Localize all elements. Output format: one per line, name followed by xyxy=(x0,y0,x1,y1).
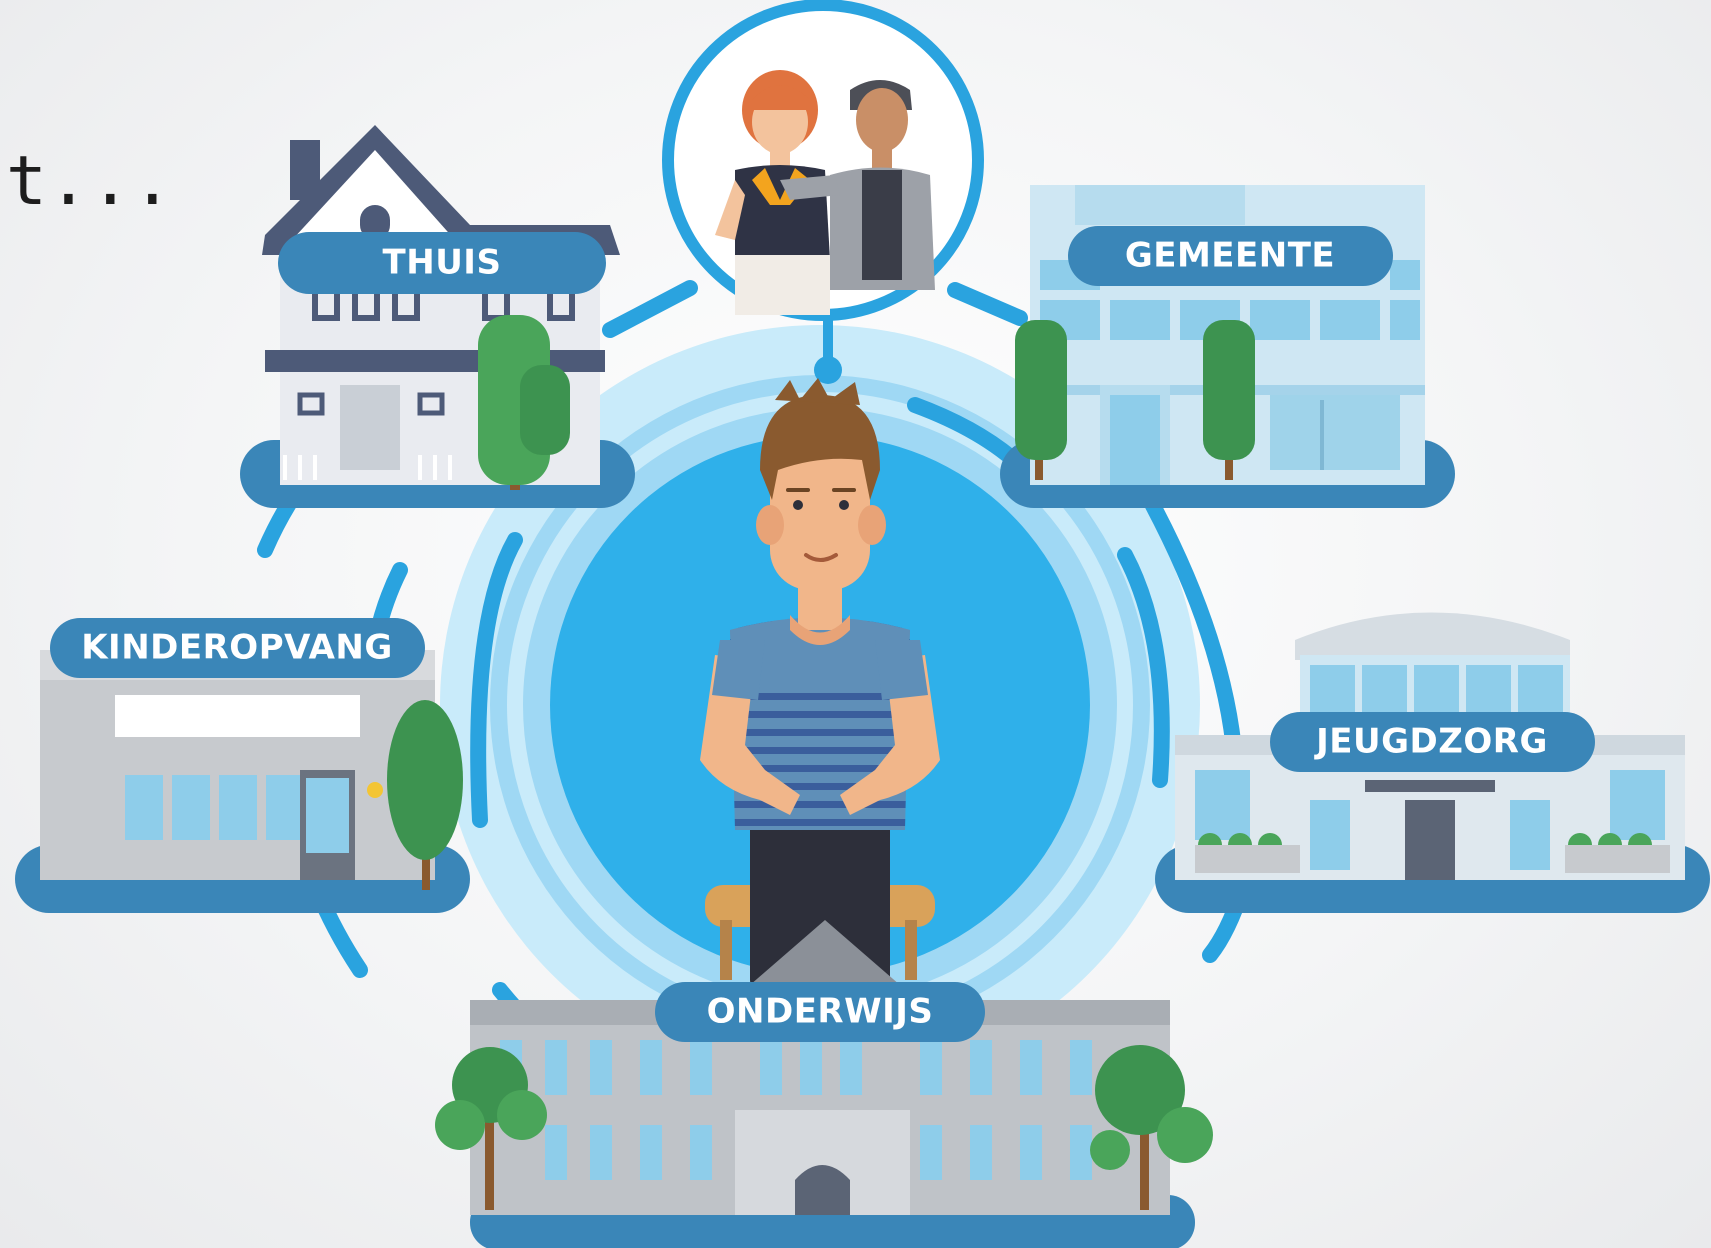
central-person xyxy=(700,378,940,990)
thuis-label: THUIS xyxy=(383,243,502,283)
parents-circle xyxy=(662,0,984,384)
kinderopvang-building: KINDEROPVANG xyxy=(15,618,470,913)
kinderopvang-label: KINDEROPVANG xyxy=(81,628,393,668)
thuis-building: THUIS xyxy=(240,125,635,508)
gemeente-building: GEMEENTE xyxy=(1000,185,1455,508)
jeugdzorg-building: JEUGDZORG xyxy=(1155,612,1710,913)
gemeente-label: GEMEENTE xyxy=(1125,236,1335,276)
onderwijs-building: ONDERWIJS xyxy=(435,920,1213,1248)
man-figure xyxy=(780,80,935,290)
caption-text: t... xyxy=(6,142,174,221)
woman-figure xyxy=(715,70,830,315)
onderwijs-label: ONDERWIJS xyxy=(707,992,934,1032)
jeugdzorg-label: JEUGDZORG xyxy=(1314,722,1548,762)
